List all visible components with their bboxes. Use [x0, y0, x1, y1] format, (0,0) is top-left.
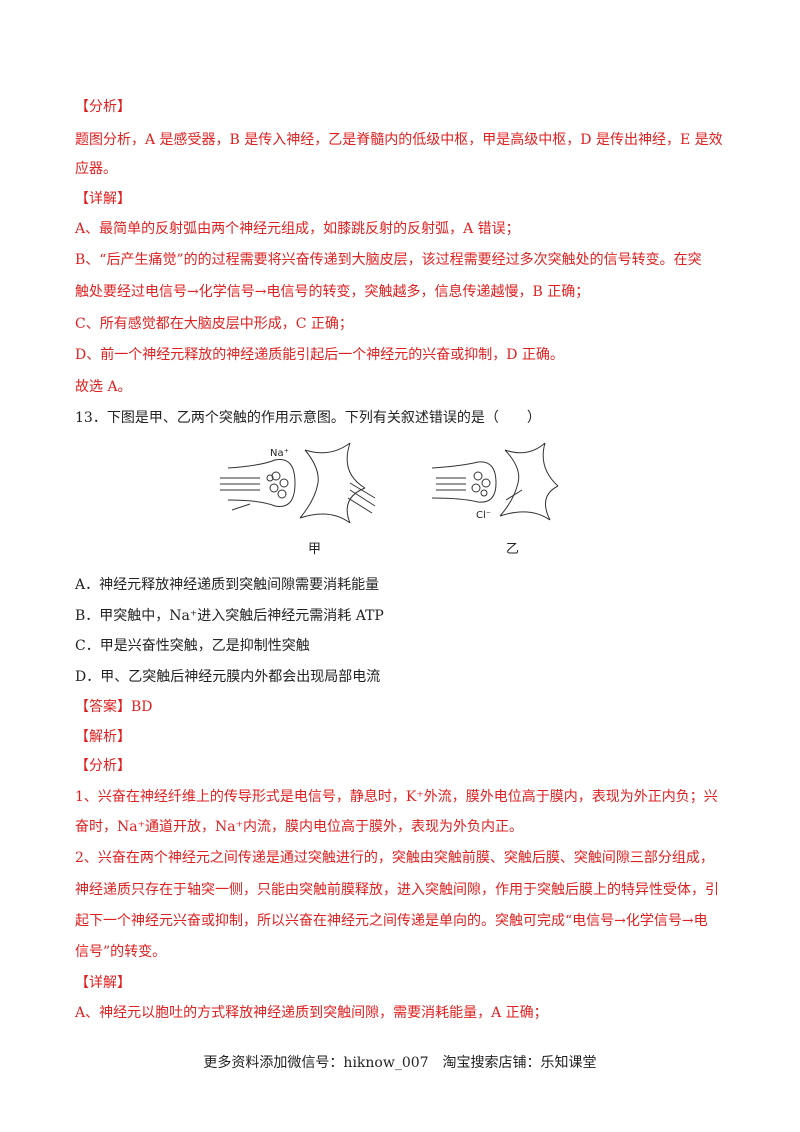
- analysis-label: 【分析】: [75, 99, 131, 115]
- synapse-diagram-svg: Na⁺ Cl⁻: [220, 442, 559, 524]
- figure-label-yi: 乙: [506, 542, 520, 557]
- explanation-label: 【解析】: [75, 729, 131, 745]
- analysis-point-1-line-2: 奋时，Na⁺通道开放，Na⁺内流，膜内电位高于膜外，表现为外负内正。: [75, 819, 523, 835]
- detail-option-a-2: A、神经元以胞吐的方式释放神经递质到突触间隙，需要消耗能量，A 正确；: [75, 1005, 548, 1021]
- choice-conclusion: 故选 A。: [75, 379, 132, 395]
- detail-option-d: D、前一个神经元释放的神经递质能引起后一个神经元的兴奋或抑制，D 正确。: [75, 347, 564, 363]
- synapse-diagram: Na⁺ Cl⁻ 甲 乙: [200, 438, 560, 558]
- analysis-point-2-line-1: 2、兴奋在两个神经元之间传递是通过突触进行的，突触由突触前膜、突触后膜、突触间隙…: [75, 850, 714, 866]
- question-13-stem: 13．下图是甲、乙两个突触的作用示意图。下列有关叙述错误的是（ ）: [75, 410, 541, 426]
- answer-line: 【答案】BD: [75, 699, 153, 715]
- detail-option-a: A、最简单的反射弧由两个神经元组成，如膝跳反射的反射弧，A 错误；: [75, 221, 520, 237]
- option-a: A．神经元释放神经递质到突触间隙需要消耗能量: [75, 577, 380, 593]
- analysis-point-1-line-1: 1、兴奋在神经纤维上的传导形式是电信号，静息时，K⁺外流，膜外电位高于膜内，表现…: [75, 789, 718, 805]
- synapse-yi: [431, 442, 559, 521]
- option-b: B．甲突触中，Na⁺进入突触后神经元需消耗 ATP: [75, 608, 384, 624]
- detail-option-c: C、所有感觉都在大脑皮层中形成，C 正确；: [75, 316, 353, 332]
- ion-label-cl: Cl⁻: [476, 510, 491, 521]
- option-d: D．甲、乙突触后神经元膜内外都会出现局部电流: [75, 669, 381, 685]
- analysis-point-2-line-2: 神经递质只存在于轴突一侧，只能由突触前膜释放，进入突触间隙，作用于突触后膜上的特…: [75, 882, 719, 898]
- page-footer: 更多资料添加微信号：hiknow_007 淘宝搜索店铺：乐知课堂: [203, 1055, 597, 1071]
- figure-label-jia: 甲: [308, 542, 322, 557]
- analysis-text-line-2: 应器。: [75, 161, 117, 177]
- option-c: C．甲是兴奋性突触，乙是抑制性突触: [75, 638, 310, 654]
- analysis-text-line-1: 题图分析，A 是感受器，B 是传入神经，乙是脊髓内的低级中枢，甲是高级中枢，D …: [75, 132, 723, 148]
- analysis-point-2-line-4: 信号”的转变。: [75, 944, 167, 960]
- detail-option-b-line-1: B、“后产生痛觉”的的过程需要将兴奋传递到大脑皮层，该过程需要经过多次突触处的信…: [75, 252, 702, 268]
- detail-label-2: 【详解】: [75, 975, 131, 991]
- detail-option-b-line-2: 触处要经过电信号→化学信号→电信号的转变，突触越多，信息传递越慢，B 正确；: [75, 284, 590, 300]
- detail-label: 【详解】: [75, 191, 131, 207]
- analysis-point-2-line-3: 起下一个神经元兴奋或抑制，所以兴奋在神经元之间传递是单向的。突触可完成“电信号→…: [75, 913, 708, 929]
- synapse-jia: [220, 442, 376, 524]
- ion-label-na: Na⁺: [270, 448, 289, 459]
- analysis-label-2: 【分析】: [75, 758, 131, 774]
